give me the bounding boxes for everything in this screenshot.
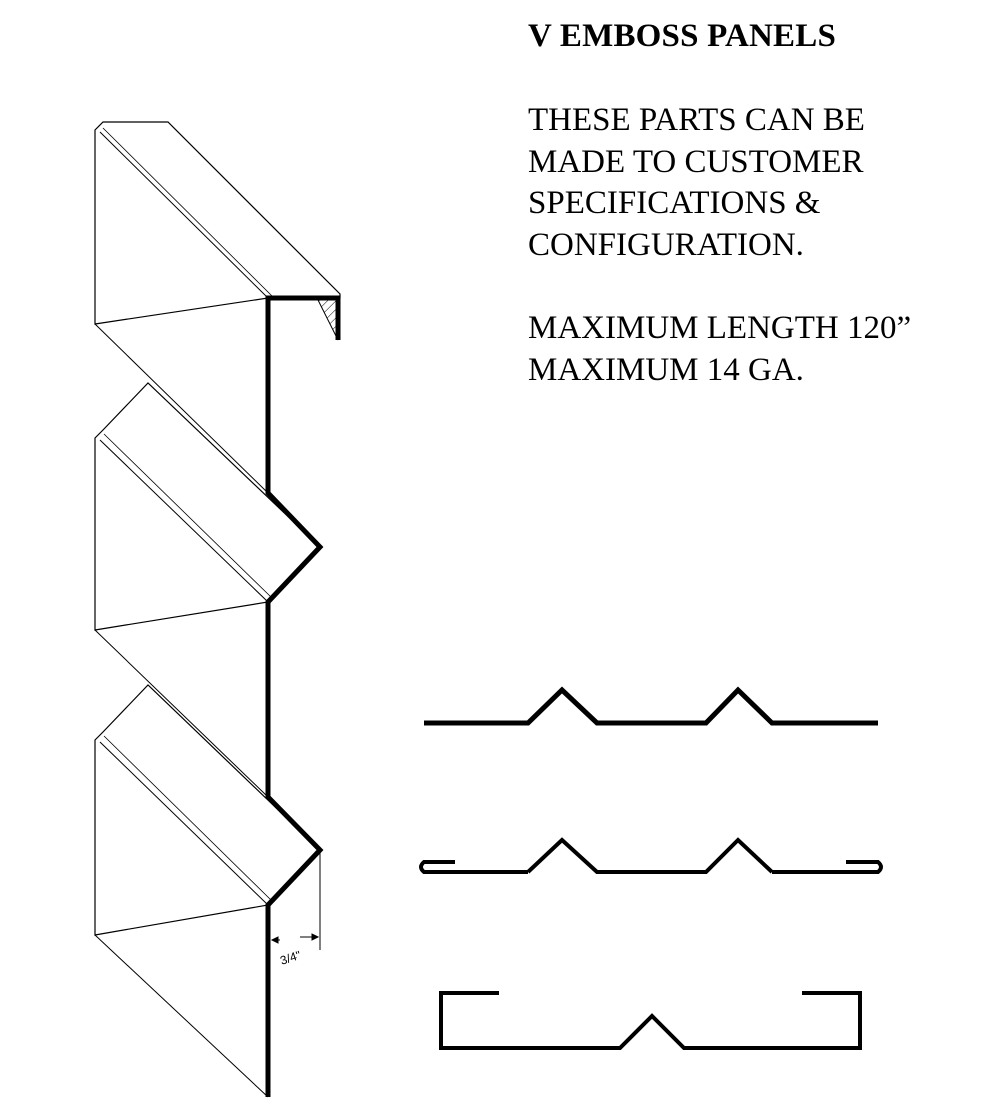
profile-channel-v-emboss (439, 991, 862, 1050)
isometric-panel-drawing (94, 121, 341, 1098)
description-line: SPECIFICATIONS & (528, 185, 821, 221)
specs-block: MAXIMUM LENGTH 120” MAXIMUM 14 GA. (528, 308, 911, 391)
profile-hemmed-v-emboss (419, 837, 883, 874)
spec-max-length: MAXIMUM LENGTH 120” (528, 310, 912, 346)
panel-segment-bottom (94, 684, 321, 1098)
description-line: THESE PARTS CAN BE (528, 102, 865, 138)
dimension-indicator (270, 933, 320, 944)
page-title: V EMBOSS PANELS (528, 18, 837, 54)
spec-max-gauge: MAXIMUM 14 GA. (528, 351, 804, 388)
dimension-label: 3/4" (278, 948, 302, 968)
panel-profile-edge (265, 295, 341, 1097)
description-block: THESE PARTS CAN BE MADE TO CUSTOMER SPEC… (528, 100, 865, 266)
description-line: CONFIGURATION. (528, 226, 804, 263)
description-line: MADE TO CUSTOMER (528, 143, 864, 180)
profile-flat-v-emboss (424, 686, 878, 726)
